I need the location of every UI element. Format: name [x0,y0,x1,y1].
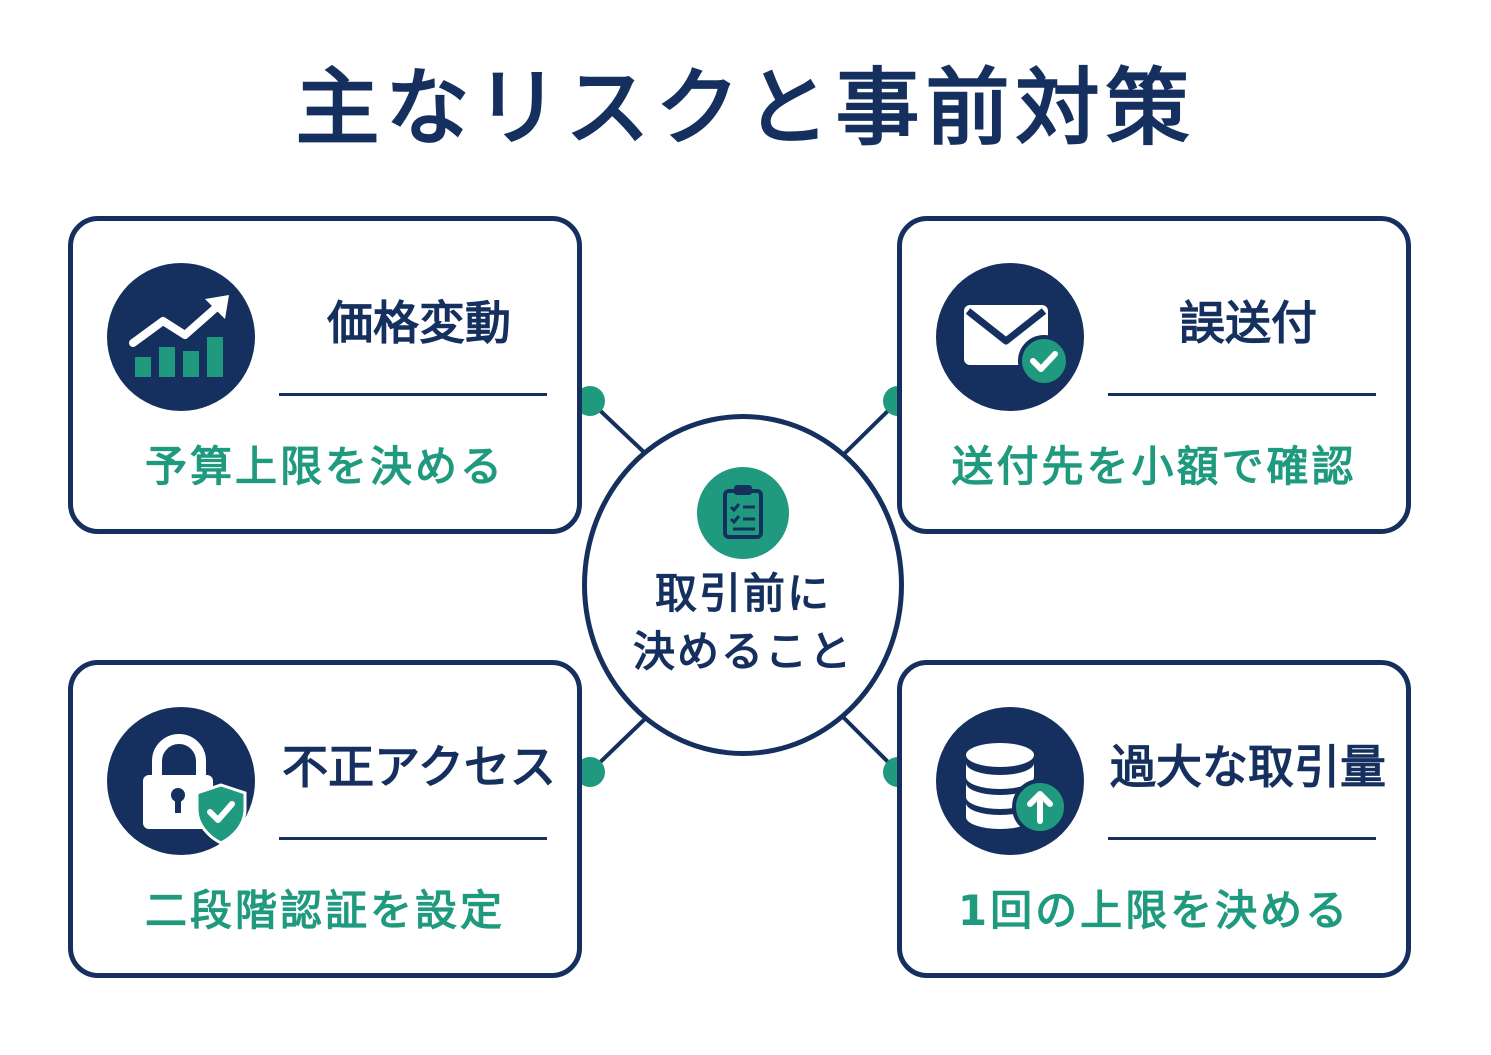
lock-shield-icon [107,707,255,855]
page-title: 主なリスクと事前対策 [295,59,1196,157]
risk-card-unauthorized-access: 不正アクセス 二段階認証を設定 [68,660,582,978]
risk-title: 誤送付 [1179,296,1317,350]
risk-title: 不正アクセス [282,740,556,794]
risk-title: 価格変動 [327,296,511,350]
divider [279,393,547,396]
connector-dot [575,386,605,416]
divider [279,837,547,840]
hub-label-line2: 決めること [632,627,853,676]
risk-title: 過大な取引量 [1110,740,1386,794]
risk-card-excessive-volume: 過大な取引量 1回の上限を決める [897,660,1411,978]
central-hub: 取引前に 決めること [582,414,904,756]
risk-card-missending: 誤送付 送付先を小額で確認 [897,216,1411,534]
coin-stack-upload-icon [936,707,1084,855]
divider [1108,393,1376,396]
countermeasure-text: 送付先を小額で確認 [951,442,1357,491]
countermeasure-text: 1回の上限を決める [957,886,1351,935]
connector-dot [575,757,605,787]
price-chart-icon [107,263,255,411]
envelope-check-icon [936,263,1084,411]
divider [1108,837,1376,840]
clipboard-checklist-icon [697,467,789,559]
countermeasure-text: 二段階認証を設定 [144,886,505,935]
hub-label: 取引前に 決めること [587,565,899,681]
countermeasure-text: 予算上限を決める [144,442,505,491]
hub-label-line1: 取引前に [654,569,831,618]
risk-card-price-fluctuation: 価格変動 予算上限を決める [68,216,582,534]
